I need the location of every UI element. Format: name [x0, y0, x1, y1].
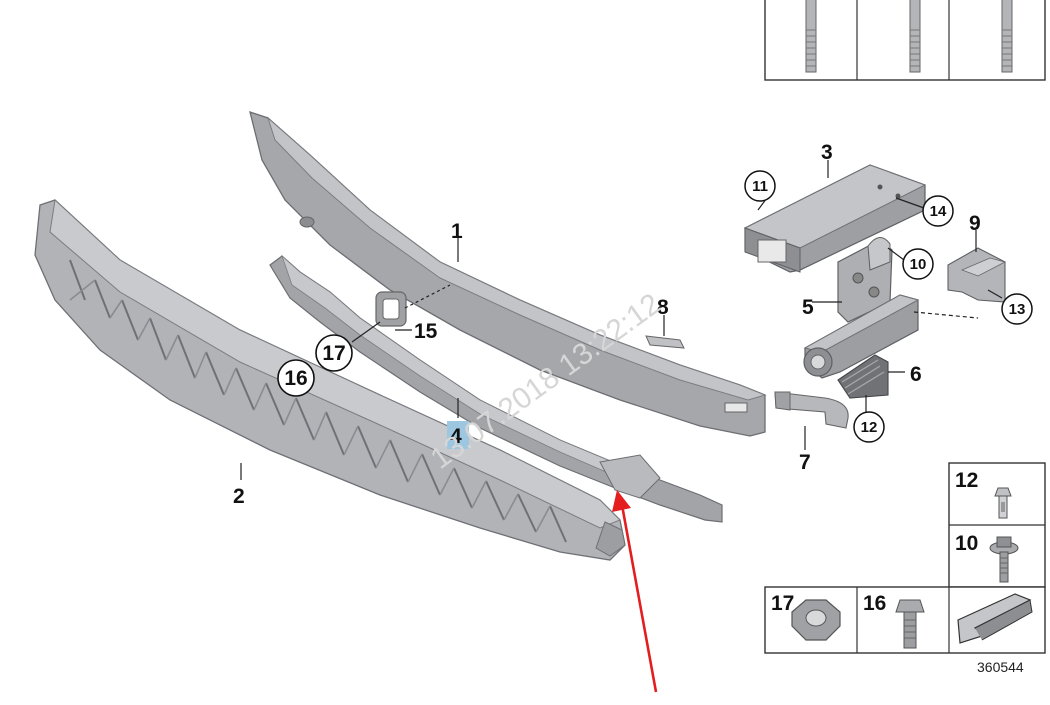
callout-14: 14	[922, 195, 954, 227]
flange-bolt-icon	[989, 536, 1019, 583]
diagram-number: 360544	[977, 659, 1024, 675]
tube-part	[803, 294, 920, 379]
legend-12: 12	[955, 469, 978, 492]
callout-16-text: 16	[284, 367, 307, 390]
callout-17-text: 17	[322, 342, 345, 365]
part-6-wedge	[837, 354, 889, 399]
bolt-icon	[805, 0, 817, 73]
bolt-icon	[1001, 0, 1013, 73]
callout-10-text: 10	[910, 256, 927, 273]
part-1-bumper-carrier	[249, 111, 767, 437]
label-3: 3	[821, 141, 833, 164]
hex-nut-icon	[791, 599, 841, 641]
callout-11: 11	[744, 170, 776, 202]
label-5: 5	[802, 296, 814, 319]
label-7: 7	[799, 451, 811, 474]
legend-16: 16	[863, 592, 886, 615]
part-4-strip	[269, 254, 723, 523]
label-6: 6	[910, 363, 922, 386]
bolt-box	[764, 0, 1046, 81]
part-15-gasket	[375, 291, 407, 327]
part-2-absorber	[34, 198, 626, 561]
callout-10: 10	[902, 248, 934, 280]
bolt-icon	[909, 0, 921, 73]
callout-12-text: 12	[861, 419, 878, 436]
callout-17: 17	[315, 334, 353, 372]
label-15: 15	[414, 320, 438, 343]
legend-10: 10	[955, 532, 978, 555]
label-4: 4	[450, 425, 462, 448]
part-7-bracket	[774, 391, 849, 429]
label-8: 8	[657, 296, 669, 319]
part-5-mount	[837, 237, 893, 323]
part-9-bracket	[947, 247, 1007, 303]
part-3-crash-box	[743, 164, 927, 273]
red-arrow	[612, 490, 658, 693]
fastener-legend: 12 10 17 16	[764, 462, 1046, 654]
callout-14-text: 14	[930, 203, 947, 220]
callout-12: 12	[853, 411, 885, 443]
callout-16: 16	[277, 359, 315, 397]
part-8-clip	[645, 335, 685, 349]
label-2: 2	[233, 485, 245, 508]
label-9: 9	[969, 212, 981, 235]
screw-icon	[895, 599, 925, 649]
rivet-icon	[994, 487, 1012, 519]
callout-13-text: 13	[1009, 301, 1026, 318]
direction-arrow-icon	[957, 593, 1033, 644]
label-4-highlight	[447, 421, 469, 449]
label-1: 1	[451, 220, 463, 243]
callout-11-text: 11	[752, 178, 768, 195]
legend-17: 17	[771, 592, 794, 615]
callout-13: 13	[1001, 293, 1033, 325]
leader-lines	[240, 160, 1003, 480]
